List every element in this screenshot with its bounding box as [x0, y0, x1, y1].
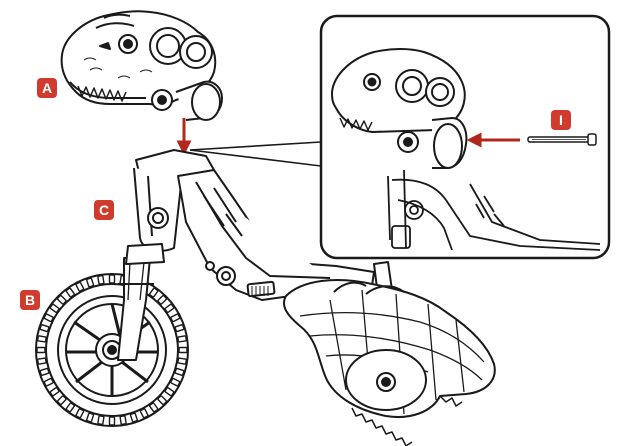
tyre-tread-block [49, 303, 60, 313]
pin-part [527, 133, 597, 146]
tyre-tread-block [164, 303, 175, 313]
part-label-b: B [20, 290, 40, 310]
tyre-tread-block [139, 408, 149, 419]
tyre-tread-block [65, 287, 75, 298]
tyre-tread-block [170, 313, 181, 323]
tyre-tread-block [36, 346, 46, 354]
rear-body-part [282, 279, 496, 446]
tyre-tread-block [37, 357, 47, 365]
tyre-tread-block [75, 408, 85, 419]
tyre-tread-block [174, 324, 185, 333]
tyre-tread-block [56, 294, 67, 305]
tyre-tread-block [65, 402, 75, 413]
tyre-tread-block [37, 335, 47, 343]
tyre-tread-block [164, 387, 175, 397]
dino-head-part [60, 10, 223, 121]
tyre-tread-block [129, 412, 138, 423]
tyre-tread-block [97, 275, 105, 285]
part-label-i: I [551, 110, 571, 130]
tyre-tread-block [39, 367, 50, 376]
tyre-tread-block [149, 287, 159, 298]
front-wheel-part [35, 243, 189, 427]
tyre-tread-block [170, 377, 181, 387]
tyre-tread-block [119, 415, 127, 425]
tyre-tread-block [157, 395, 168, 406]
tyre-tread-block [157, 294, 168, 305]
tyre-tread-block [108, 416, 116, 426]
detail-callout [189, 14, 611, 260]
tyre-tread-block [86, 277, 95, 288]
tyre-tread-block [97, 415, 105, 425]
part-label-a: A [37, 78, 57, 98]
tyre-tread-block [49, 387, 60, 397]
tyre-tread-block [177, 357, 187, 365]
tyre-tread-block [177, 335, 187, 343]
tyre-tread-block [174, 367, 185, 376]
tyre-tread-block [108, 274, 116, 284]
tyre-tread-block [43, 313, 54, 323]
tyre-tread-block [39, 324, 50, 333]
part-label-c: C [94, 200, 114, 220]
tyre-tread-block [43, 377, 54, 387]
tyre-tread-block [75, 281, 85, 292]
tyre-tread-block [56, 395, 67, 406]
bike-frame-part [133, 149, 393, 301]
tyre-tread-block [86, 412, 95, 423]
tyre-tread-block [149, 402, 159, 413]
tyre-tread-block [178, 346, 188, 354]
